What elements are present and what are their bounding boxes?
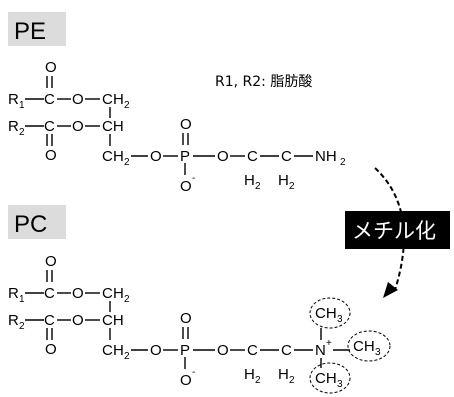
svg-text:1: 1 xyxy=(19,100,25,111)
reaction-arrow-head xyxy=(383,282,398,298)
svg-text:1: 1 xyxy=(19,294,25,305)
methylation-banner xyxy=(345,211,450,249)
svg-text:2: 2 xyxy=(124,157,130,168)
methylation-text: メチル化 xyxy=(352,219,436,243)
svg-text:C: C xyxy=(247,148,258,165)
svg-text:C: C xyxy=(281,342,292,359)
svg-text:CH: CH xyxy=(102,312,124,329)
svg-text:O: O xyxy=(217,342,229,359)
methyl-circle-top xyxy=(309,297,351,329)
pe-carbonyl-c-2: C xyxy=(44,118,55,135)
pc-label: PC xyxy=(14,211,47,238)
svg-text:-: - xyxy=(192,367,195,378)
pc-phosphorus: P xyxy=(180,342,190,359)
pe-phosphorus: P xyxy=(180,148,190,165)
svg-text:H: H xyxy=(113,91,124,108)
svg-text:O: O xyxy=(150,342,162,359)
svg-text:C: C xyxy=(102,342,113,359)
svg-text:2: 2 xyxy=(255,375,261,386)
pe-ch: CH xyxy=(102,118,124,135)
pe-r1: R xyxy=(8,91,19,108)
svg-text:C: C xyxy=(44,285,55,302)
svg-text:H: H xyxy=(113,285,124,302)
svg-text:H: H xyxy=(113,342,124,359)
svg-text:O: O xyxy=(72,285,84,302)
svg-text:O: O xyxy=(150,148,162,165)
pe-carbonyl-c-1: C xyxy=(44,91,55,108)
svg-text:O: O xyxy=(72,312,84,329)
svg-text:O: O xyxy=(180,310,192,327)
fatty-acid-note: R1, R2: 脂肪酸 xyxy=(215,74,312,90)
pe-structure: O R 1 C O C H 2 R 2 C O O CH C H 2 O P xyxy=(8,59,346,195)
svg-text:O: O xyxy=(45,253,57,270)
pe-label-box xyxy=(8,12,66,46)
svg-text:2: 2 xyxy=(255,181,261,192)
svg-text:3: 3 xyxy=(375,347,381,358)
pe-carbonyl-o-2: O xyxy=(45,147,57,164)
pc-r2: R xyxy=(8,312,19,329)
svg-text:3: 3 xyxy=(337,314,343,325)
svg-text:O: O xyxy=(217,148,229,165)
pe-amine: NH xyxy=(315,148,337,165)
methyl-top: CH xyxy=(315,305,337,322)
svg-text:2: 2 xyxy=(340,157,346,168)
svg-text:C: C xyxy=(44,312,55,329)
pc-label-box xyxy=(8,205,66,239)
pe-carbonyl-o-1: O xyxy=(45,59,57,76)
svg-text:H: H xyxy=(278,366,289,383)
svg-text:H: H xyxy=(244,172,255,189)
pc-r1: R xyxy=(8,285,19,302)
svg-text:C: C xyxy=(247,342,258,359)
pc-structure: O R 1 C O C H 2 R 2 C O O CH C H 2 O P O xyxy=(8,253,391,394)
svg-text:2: 2 xyxy=(289,375,295,386)
pe-ester-o-1: O xyxy=(72,91,84,108)
svg-text:2: 2 xyxy=(124,351,130,362)
svg-text:C: C xyxy=(102,91,113,108)
svg-text:H: H xyxy=(244,366,255,383)
pe-label: PE xyxy=(14,18,46,45)
svg-text:C: C xyxy=(281,148,292,165)
svg-text:O: O xyxy=(45,341,57,358)
svg-text:-: - xyxy=(192,173,195,184)
methyl-right: CH xyxy=(353,338,375,355)
svg-text:H: H xyxy=(278,172,289,189)
svg-text:2: 2 xyxy=(124,294,130,305)
svg-text:2: 2 xyxy=(124,100,130,111)
methyl-circle-right xyxy=(347,330,391,362)
svg-text:2: 2 xyxy=(19,321,25,332)
methyl-bottom: CH xyxy=(315,370,337,387)
svg-text:+: + xyxy=(326,338,332,349)
pc-nitrogen: N xyxy=(315,342,326,359)
svg-text:O: O xyxy=(180,178,192,195)
svg-text:2: 2 xyxy=(289,181,295,192)
svg-text:H: H xyxy=(113,148,124,165)
svg-text:C: C xyxy=(102,285,113,302)
methyl-circle-bottom xyxy=(309,362,351,394)
svg-text:O: O xyxy=(180,372,192,389)
svg-text:C: C xyxy=(102,148,113,165)
svg-text:O: O xyxy=(180,116,192,133)
svg-text:2: 2 xyxy=(19,127,25,138)
pe-r2: R xyxy=(8,118,19,135)
pe-ester-o-2: O xyxy=(72,118,84,135)
svg-text:3: 3 xyxy=(337,379,343,390)
